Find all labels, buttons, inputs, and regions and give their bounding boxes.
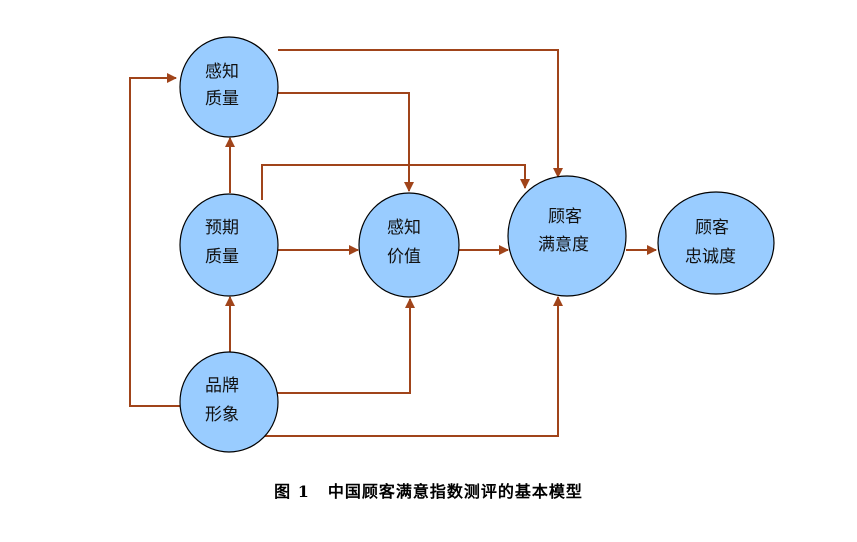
node-label-line1: 顾客	[695, 218, 729, 238]
figure-caption: 图 1 中国顾客满意指数测评的基本模型	[0, 478, 857, 502]
figure-title: 中国顾客满意指数测评的基本模型	[327, 482, 583, 501]
node-label-line2: 质量	[205, 89, 239, 109]
node-label-line2: 形象	[205, 405, 239, 425]
node-expected-quality: 预期 质量	[179, 193, 279, 297]
node-circle	[507, 175, 627, 297]
arrow-brand-to-value	[276, 298, 415, 394]
arrow-perceived-quality-to-satisfaction	[278, 49, 563, 178]
node-label-line1: 品牌	[205, 376, 239, 396]
node-label-line1: 感知	[387, 218, 421, 238]
node-circle	[657, 191, 775, 295]
node-label-line1: 预期	[205, 218, 239, 238]
arrow-brand-to-perceived-quality	[129, 73, 180, 407]
node-circle	[179, 193, 279, 297]
arrow-expected-quality-to-satisfaction	[261, 164, 530, 200]
node-circle	[179, 351, 279, 453]
arrow-brand-to-satisfaction	[262, 296, 563, 437]
model-diagram: 感知 质量 预期 质量 品牌 形象 感知 价值 顾客 满意度 顾客 忠诚度	[129, 36, 775, 453]
node-label-line1: 顾客	[548, 207, 582, 227]
node-perceived-quality: 感知 质量	[179, 36, 279, 138]
node-circle	[179, 36, 279, 138]
arrow-perceived-quality-to-value	[278, 92, 414, 192]
node-brand-image: 品牌 形象	[179, 351, 279, 453]
node-circle	[358, 192, 460, 298]
node-label-line2: 质量	[205, 247, 239, 267]
node-label-line1: 感知	[205, 62, 239, 82]
node-label-line2: 忠诚度	[685, 247, 736, 267]
figure-number: 图 1	[274, 482, 310, 501]
node-customer-loyalty: 顾客 忠诚度	[657, 191, 775, 295]
node-label-line2: 价值	[387, 247, 421, 267]
node-label-line2: 满意度	[538, 235, 589, 255]
node-customer-satisfaction: 顾客 满意度	[507, 175, 627, 297]
node-perceived-value: 感知 价值	[358, 192, 460, 298]
